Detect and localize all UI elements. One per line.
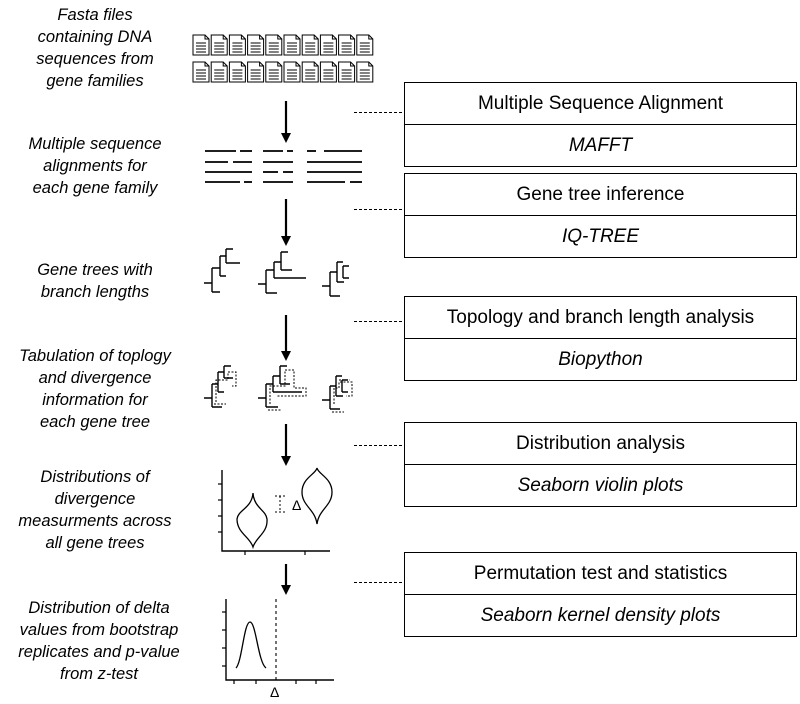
step-6-line-4: from z-test bbox=[60, 665, 138, 683]
delta-symbol: Δ bbox=[292, 497, 301, 513]
tool-name: MAFFT bbox=[405, 124, 796, 166]
violin-plot-icon: Δ bbox=[218, 467, 333, 555]
step-4-line-1: Tabulation of toplogy bbox=[19, 347, 171, 365]
document-icon bbox=[210, 34, 228, 56]
connector-5 bbox=[354, 582, 402, 583]
connector-4 bbox=[354, 445, 402, 446]
step-2-line-3: each gene family bbox=[32, 179, 158, 197]
annotated-tree-icon bbox=[204, 365, 353, 413]
process-box-1: Multiple Sequence Alignment MAFFT bbox=[404, 82, 797, 167]
step-4-line-2: and divergence bbox=[38, 369, 152, 387]
delta-axis-label: Δ bbox=[270, 684, 279, 700]
step-1-line-2: containing DNA bbox=[37, 28, 153, 46]
document-icon bbox=[338, 61, 356, 83]
step-5-line-4: all gene trees bbox=[45, 534, 145, 552]
process-name: Permutation test and statistics bbox=[473, 562, 728, 584]
document-icon bbox=[283, 61, 301, 83]
step-1-line-4: gene families bbox=[46, 72, 144, 90]
tool-name: Biopython bbox=[405, 338, 796, 380]
document-icon bbox=[228, 61, 246, 83]
step-2-line-2: alignments for bbox=[43, 157, 147, 175]
tree-icon bbox=[204, 248, 349, 297]
step-3-line-1: Gene trees with bbox=[37, 261, 153, 279]
document-icon bbox=[356, 34, 374, 56]
document-icon bbox=[192, 34, 210, 56]
connector-2 bbox=[354, 209, 402, 210]
document-icon bbox=[192, 34, 374, 83]
connector-1 bbox=[354, 112, 402, 113]
tool-name: Seaborn kernel density plots bbox=[405, 594, 796, 636]
process-box-4: Distribution analysis Seaborn violin plo… bbox=[404, 422, 797, 507]
step-6-line-1: Distribution of delta bbox=[28, 599, 170, 617]
connector-3 bbox=[354, 321, 402, 322]
step-6-line-3: replicates and p-value bbox=[18, 643, 180, 661]
document-icon bbox=[301, 61, 319, 83]
step-6-description: Distribution of delta values from bootst… bbox=[0, 597, 198, 685]
process-box-5: Permutation test and statistics Seaborn … bbox=[404, 552, 797, 637]
document-icon bbox=[247, 61, 265, 83]
document-icon bbox=[210, 61, 228, 83]
step-2-line-1: Multiple sequence bbox=[28, 135, 162, 153]
document-icon bbox=[283, 34, 301, 56]
step-5-line-2: divergence bbox=[54, 490, 136, 508]
process-name: Gene tree inference bbox=[516, 183, 685, 205]
step-4-line-3: information for bbox=[42, 391, 148, 409]
document-icon bbox=[301, 34, 319, 56]
process-name: Topology and branch length analysis bbox=[446, 306, 755, 328]
document-icon bbox=[265, 61, 283, 83]
tool-name: IQ-TREE bbox=[405, 215, 796, 257]
step-6-line-2: values from bootstrap bbox=[19, 621, 179, 639]
document-icon bbox=[228, 34, 246, 56]
density-plot-icon: Δ bbox=[222, 599, 334, 700]
step-4-line-4: each gene tree bbox=[39, 413, 151, 431]
document-icon bbox=[319, 34, 337, 56]
step-5-line-3: measurments across bbox=[18, 512, 172, 530]
step-4-description: Tabulation of toplogy and divergence inf… bbox=[0, 345, 190, 433]
tool-name: Seaborn violin plots bbox=[405, 464, 796, 506]
step-3-description: Gene trees with branch lengths bbox=[0, 259, 190, 303]
document-icon bbox=[319, 61, 337, 83]
document-icon bbox=[338, 34, 356, 56]
step-5-line-1: Distributions of bbox=[40, 468, 150, 486]
process-name: Distribution analysis bbox=[516, 432, 685, 454]
process-name: Multiple Sequence Alignment bbox=[477, 92, 724, 114]
step-5-description: Distributions of divergence measurments … bbox=[0, 466, 190, 554]
document-icon bbox=[247, 34, 265, 56]
document-icon bbox=[192, 61, 210, 83]
step-2-description: Multiple sequence alignments for each ge… bbox=[0, 133, 190, 199]
step-1-line-1: Fasta files bbox=[57, 6, 133, 24]
alignment-icon bbox=[205, 150, 362, 183]
step-3-line-2: branch lengths bbox=[40, 283, 150, 301]
step-1-line-3: sequences from bbox=[36, 50, 154, 68]
process-box-3: Topology and branch length analysis Biop… bbox=[404, 296, 797, 381]
document-icon bbox=[356, 61, 374, 83]
process-box-2: Gene tree inference IQ-TREE bbox=[404, 173, 797, 258]
document-icon bbox=[265, 34, 283, 56]
step-1-description: Fasta files containing DNA sequences fro… bbox=[0, 4, 190, 92]
